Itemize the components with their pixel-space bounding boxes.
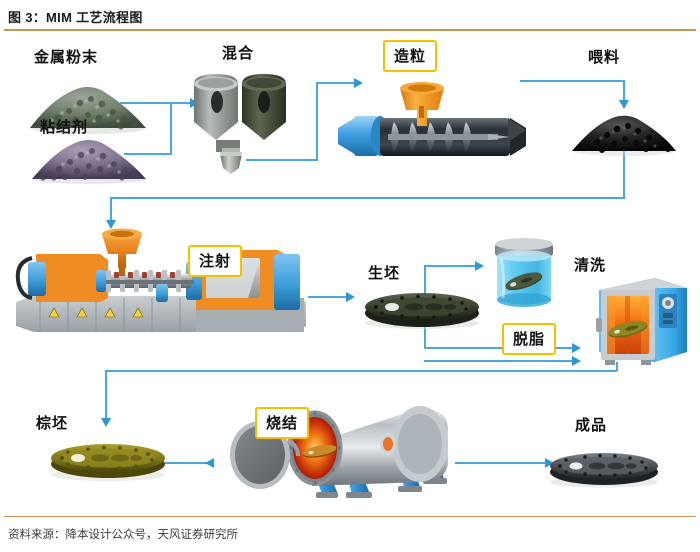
feedstock-illustration	[570, 110, 678, 156]
label-granulation: 造粒	[383, 40, 438, 72]
arrow-to-brown-body	[101, 418, 111, 427]
label-brown-body: 棕坯	[36, 414, 69, 432]
label-binder: 粘结剂	[40, 118, 89, 136]
arrow-to-debinding-2	[572, 356, 581, 366]
title-divider	[4, 29, 696, 31]
label-mixing: 混合	[222, 44, 255, 62]
connector-feed-down	[623, 150, 625, 198]
connector-mix-to-gran	[316, 82, 356, 84]
connector-mix-out	[246, 159, 318, 161]
connector-deb-to-brown	[105, 370, 107, 420]
connector-metal-powder	[120, 102, 172, 104]
connector-green-to-clean	[424, 265, 477, 267]
granulation-machine-illustration	[338, 82, 533, 170]
label-cleaning: 清洗	[574, 256, 607, 274]
connector-feed-to-inj	[110, 197, 112, 222]
connector-sinter-out	[455, 462, 547, 464]
binder-illustration	[30, 134, 148, 184]
connector-deb-down	[616, 362, 618, 371]
source-note: 资料来源：降本设计公众号，天风证券研究所	[8, 529, 238, 541]
arrow-to-sintering	[205, 458, 214, 468]
connector-metal-powder-v	[170, 102, 172, 154]
brown-body-illustration	[48, 437, 168, 483]
connector-green-down	[424, 322, 426, 349]
connector-to-mixer	[170, 102, 192, 104]
connector-gran-down	[623, 80, 625, 102]
metal-powder-illustration	[28, 82, 148, 134]
arrow-to-granulation	[354, 78, 363, 88]
finished-part-illustration	[547, 447, 661, 489]
process-flow-diagram: 金属粉末	[0, 32, 700, 514]
connector-binder	[124, 153, 172, 155]
connector-mix-up	[316, 82, 318, 160]
connector-green-to-deb	[424, 347, 574, 349]
label-sintering: 烧结	[255, 407, 310, 439]
connector-gran-out	[520, 80, 625, 82]
arrow-to-feedstock	[619, 100, 629, 109]
label-feedstock: 喂料	[588, 48, 621, 66]
arrow-to-debinding	[572, 343, 581, 353]
page-title: 图 3：MIM 工艺流程图	[8, 10, 143, 25]
label-finished-part: 成品	[575, 416, 608, 434]
label-debinding: 脱脂	[502, 323, 557, 355]
green-body-illustration	[362, 287, 482, 331]
label-metal-powder: 金属粉末	[34, 48, 99, 66]
mixing-machine-illustration	[186, 62, 294, 174]
debinding-oven-illustration	[595, 272, 691, 368]
source-divider	[4, 516, 696, 517]
connector-feed-left	[110, 197, 625, 199]
injection-machine-illustration	[10, 228, 312, 338]
cleaning-jar-illustration	[489, 238, 559, 314]
connector-inj-out	[308, 296, 348, 298]
arrow-to-cleaning	[475, 261, 484, 271]
arrow-to-finished-part	[545, 458, 554, 468]
arrow-to-injection	[106, 220, 116, 229]
connector-deb-left	[105, 370, 617, 372]
label-injection: 注射	[188, 245, 243, 277]
arrow-to-green-body	[346, 292, 355, 302]
connector-clean-to-deb	[424, 360, 574, 362]
connector-brown-out	[165, 462, 213, 464]
sintering-furnace-illustration	[220, 400, 465, 510]
connector-green-up	[424, 265, 426, 297]
label-green-body: 生坯	[368, 264, 401, 282]
